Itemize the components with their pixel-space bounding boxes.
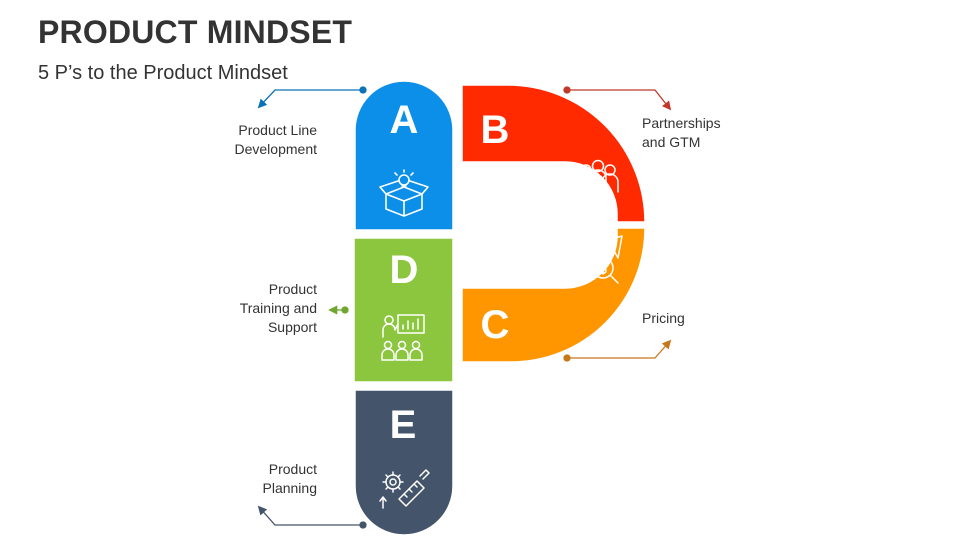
label-product-line-development: Product Line Development	[234, 122, 318, 157]
connectors	[257, 86, 672, 529]
page-title: PRODUCT MINDSET	[38, 14, 353, 50]
segment-b-shape	[461, 84, 646, 223]
segment-e-shape	[354, 389, 454, 536]
gear-ruler-pencil-icon	[379, 469, 430, 509]
segment-d-shape	[353, 237, 454, 383]
open-box-lightbulb-icon	[379, 169, 429, 217]
segment-b-letter: B	[481, 108, 510, 152]
connector-c	[563, 339, 672, 362]
page-subtitle: 5 P’s to the Product Mindset	[38, 62, 288, 84]
connector-b	[563, 86, 672, 111]
connector-a	[257, 86, 367, 109]
segment-e: E	[354, 389, 454, 536]
segment-a-letter: A	[390, 98, 419, 142]
connector-d	[328, 305, 349, 315]
segment-c: C	[461, 227, 646, 363]
team-handshake-icon	[577, 159, 619, 209]
segment-b: B	[461, 84, 646, 223]
label-pricing: Pricing	[642, 310, 685, 326]
segment-d: D	[353, 237, 454, 383]
label-partnerships-gtm: Partnerships and GTM	[642, 115, 721, 150]
label-product-planning: Product Planning	[262, 461, 318, 496]
presentation-audience-icon	[381, 314, 425, 361]
segment-a-shape	[354, 80, 454, 231]
segment-c-shape	[461, 227, 646, 363]
segment-e-letter: E	[390, 403, 417, 447]
segment-d-letter: D	[390, 248, 419, 292]
chart-dollar-magnifier-icon	[572, 235, 623, 284]
segment-c-letter: C	[481, 303, 510, 347]
label-product-training-support: Product Training and Support	[239, 281, 317, 335]
connector-e	[257, 505, 367, 529]
segment-a: A	[354, 80, 454, 231]
